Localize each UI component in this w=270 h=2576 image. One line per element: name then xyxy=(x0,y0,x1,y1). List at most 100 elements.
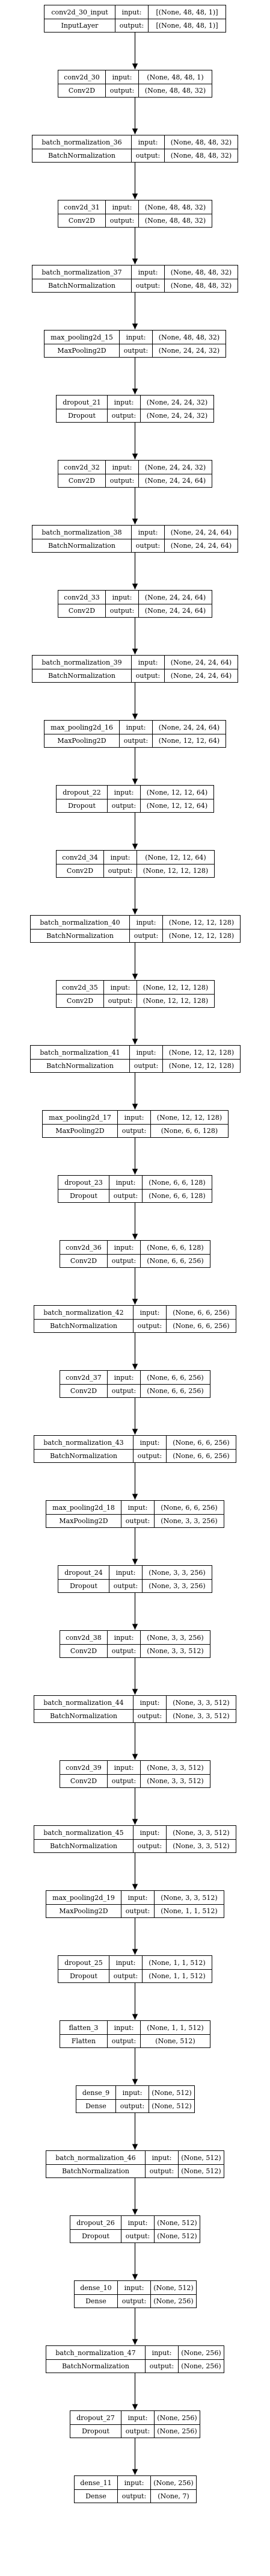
output-shape: (None, 24, 24, 64) xyxy=(138,604,212,617)
output-label: output: xyxy=(107,799,140,812)
input-label: input: xyxy=(109,1176,142,1189)
layer-node-dropout_23: dropout_23 input: (None, 6, 6, 128) Drop… xyxy=(58,1175,212,1203)
layer-type: Flatten xyxy=(71,2037,96,2045)
layer-node-batch_normalization_40: batch_normalization_40 input: (None, 12,… xyxy=(30,915,241,943)
input-label: input: xyxy=(117,2281,150,2294)
layer-type: Dropout xyxy=(68,412,96,420)
input-shape: (None, 12, 12, 128) xyxy=(137,981,214,994)
layer-row-bottom: Conv2D output: (None, 48, 48, 32) xyxy=(58,214,212,227)
layer-row-top: batch_normalization_40 input: (None, 12,… xyxy=(31,916,240,929)
input-shape: (None, 3, 3, 256) xyxy=(142,1566,212,1579)
layer-node-conv2d_39: conv2d_39 input: (None, 3, 3, 512) Conv2… xyxy=(60,1760,210,1788)
layer-name: dropout_22 xyxy=(63,788,101,796)
input-shape: (None, 1, 1, 512) xyxy=(142,1956,212,1969)
output-label: output: xyxy=(107,1385,140,1397)
layer-name: batch_normalization_45 xyxy=(43,1828,124,1837)
input-shape: (None, 48, 48, 32) xyxy=(164,135,238,149)
input-label: input: xyxy=(107,1631,140,1644)
output-label: output: xyxy=(133,1840,166,1852)
output-shape: (None, 6, 6, 256) xyxy=(140,1385,210,1397)
layer-node-batch_normalization_36: batch_normalization_36 input: (None, 48,… xyxy=(32,135,238,163)
layer-row-bottom: Dropout output: (None, 512) xyxy=(70,2229,200,2242)
layer-node-dropout_27: dropout_27 input: (None, 256) Dropout ou… xyxy=(70,2410,200,2438)
output-shape: (None, 1, 1, 512) xyxy=(142,1970,212,1982)
layer-row-top: batch_normalization_45 input: (None, 3, … xyxy=(34,1826,236,1839)
layer-node-batch_normalization_38: batch_normalization_38 input: (None, 24,… xyxy=(32,525,238,553)
layer-node-batch_normalization_43: batch_normalization_43 input: (None, 6, … xyxy=(34,1435,236,1463)
input-shape: (None, 6, 6, 256) xyxy=(154,1501,224,1514)
layer-type: MaxPooling2D xyxy=(57,347,106,355)
layer-row-bottom: Dropout output: (None, 1, 1, 512) xyxy=(58,1969,212,1982)
layer-type: Dense xyxy=(85,2102,106,2110)
layer-name: conv2d_35 xyxy=(62,983,98,992)
layer-row-top: batch_normalization_39 input: (None, 24,… xyxy=(32,656,238,669)
output-label: output: xyxy=(115,19,148,32)
layer-row-top: max_pooling2d_19 input: (None, 3, 3, 512… xyxy=(46,1891,224,1904)
layer-node-conv2d_35: conv2d_35 input: (None, 12, 12, 128) Con… xyxy=(56,980,215,1008)
layer-row-top: dropout_27 input: (None, 256) xyxy=(70,2411,200,2424)
output-label: output: xyxy=(105,84,138,97)
input-label: input: xyxy=(133,1436,166,1449)
layer-name: batch_normalization_37 xyxy=(41,268,122,276)
output-shape: (None, 12, 12, 64) xyxy=(152,734,226,747)
layer-row-bottom: MaxPooling2D output: (None, 3, 3, 256) xyxy=(46,1514,224,1527)
input-shape: (None, 6, 6, 128) xyxy=(140,1241,210,1254)
input-label: input: xyxy=(107,1371,140,1384)
layer-row-bottom: Dropout output: (None, 24, 24, 32) xyxy=(57,409,213,422)
layer-row-top: max_pooling2d_16 input: (None, 24, 24, 6… xyxy=(44,721,226,734)
output-label: output: xyxy=(131,539,164,552)
layer-row-top: batch_normalization_37 input: (None, 48,… xyxy=(32,265,238,279)
output-shape: (None, 24, 24, 64) xyxy=(164,539,238,552)
output-shape: (None, 6, 6, 256) xyxy=(140,1255,210,1267)
layer-row-bottom: BatchNormalization output: (None, 6, 6, … xyxy=(34,1449,236,1462)
input-label: input: xyxy=(115,2086,149,2099)
layer-row-bottom: Conv2D output: (None, 6, 6, 256) xyxy=(60,1254,210,1267)
layer-row-bottom: BatchNormalization output: (None, 3, 3, … xyxy=(34,1709,236,1722)
input-shape: (None, 512) xyxy=(154,2216,200,2229)
layer-name: conv2d_30 xyxy=(64,73,100,81)
output-label: output: xyxy=(105,214,138,227)
output-label: output: xyxy=(129,930,162,942)
output-label: output: xyxy=(107,1645,140,1657)
layer-type: Conv2D xyxy=(68,87,96,95)
layer-node-conv2d_36: conv2d_36 input: (None, 6, 6, 128) Conv2… xyxy=(60,1240,210,1268)
input-shape: (None, 6, 6, 256) xyxy=(140,1371,210,1384)
input-label: input: xyxy=(107,1241,140,1254)
layer-row-bottom: MaxPooling2D output: (None, 6, 6, 128) xyxy=(43,1124,228,1137)
output-label: output: xyxy=(117,1125,150,1137)
layer-row-top: conv2d_35 input: (None, 12, 12, 128) xyxy=(57,981,214,994)
output-shape: (None, 12, 12, 128) xyxy=(162,930,240,942)
layer-type: Dropout xyxy=(70,1192,97,1200)
layer-node-conv2d_31: conv2d_31 input: (None, 48, 48, 32) Conv… xyxy=(58,200,212,228)
layer-node-flatten_3: flatten_3 input: (None, 1, 1, 512) Flatt… xyxy=(60,2020,210,2048)
output-shape: (None, 12, 12, 128) xyxy=(137,995,214,1007)
layer-name: max_pooling2d_19 xyxy=(52,1893,115,1902)
output-shape: (None, 24, 24, 64) xyxy=(164,669,238,682)
layer-row-top: conv2d_39 input: (None, 3, 3, 512) xyxy=(60,1761,210,1774)
layer-name: conv2d_39 xyxy=(66,1763,102,1772)
layer-row-top: max_pooling2d_17 input: (None, 12, 12, 1… xyxy=(43,1111,228,1124)
layer-node-dropout_22: dropout_22 input: (None, 12, 12, 64) Dro… xyxy=(56,785,214,813)
layer-name: dropout_24 xyxy=(64,1568,103,1577)
layer-name: batch_normalization_47 xyxy=(55,2348,136,2357)
output-shape: (None, 6, 6, 256) xyxy=(166,1320,236,1332)
layer-node-conv2d_30_input: conv2d_30_input input: [(None, 48, 48, 1… xyxy=(44,5,226,33)
layer-row-top: conv2d_31 input: (None, 48, 48, 32) xyxy=(58,200,212,214)
input-shape: (None, 3, 3, 256) xyxy=(140,1631,210,1644)
layer-node-batch_normalization_42: batch_normalization_42 input: (None, 6, … xyxy=(34,1305,236,1333)
input-shape: (None, 12, 12, 128) xyxy=(150,1111,228,1124)
layer-name: max_pooling2d_16 xyxy=(51,723,113,731)
output-shape: (None, 3, 3, 256) xyxy=(154,1515,224,1527)
layer-row-bottom: Conv2D output: (None, 24, 24, 64) xyxy=(58,604,212,617)
output-label: output: xyxy=(107,409,140,422)
layer-name: dense_9 xyxy=(82,2088,110,2097)
input-shape: (None, 24, 24, 32) xyxy=(140,396,213,409)
layer-name: conv2d_36 xyxy=(66,1243,102,1252)
layer-node-batch_normalization_46: batch_normalization_46 input: (None, 512… xyxy=(46,2150,224,2178)
input-label: input: xyxy=(131,526,164,539)
layer-type: Dense xyxy=(85,2492,106,2500)
layer-type: InputLayer xyxy=(61,22,99,29)
layer-row-top: conv2d_36 input: (None, 6, 6, 128) xyxy=(60,1241,210,1254)
